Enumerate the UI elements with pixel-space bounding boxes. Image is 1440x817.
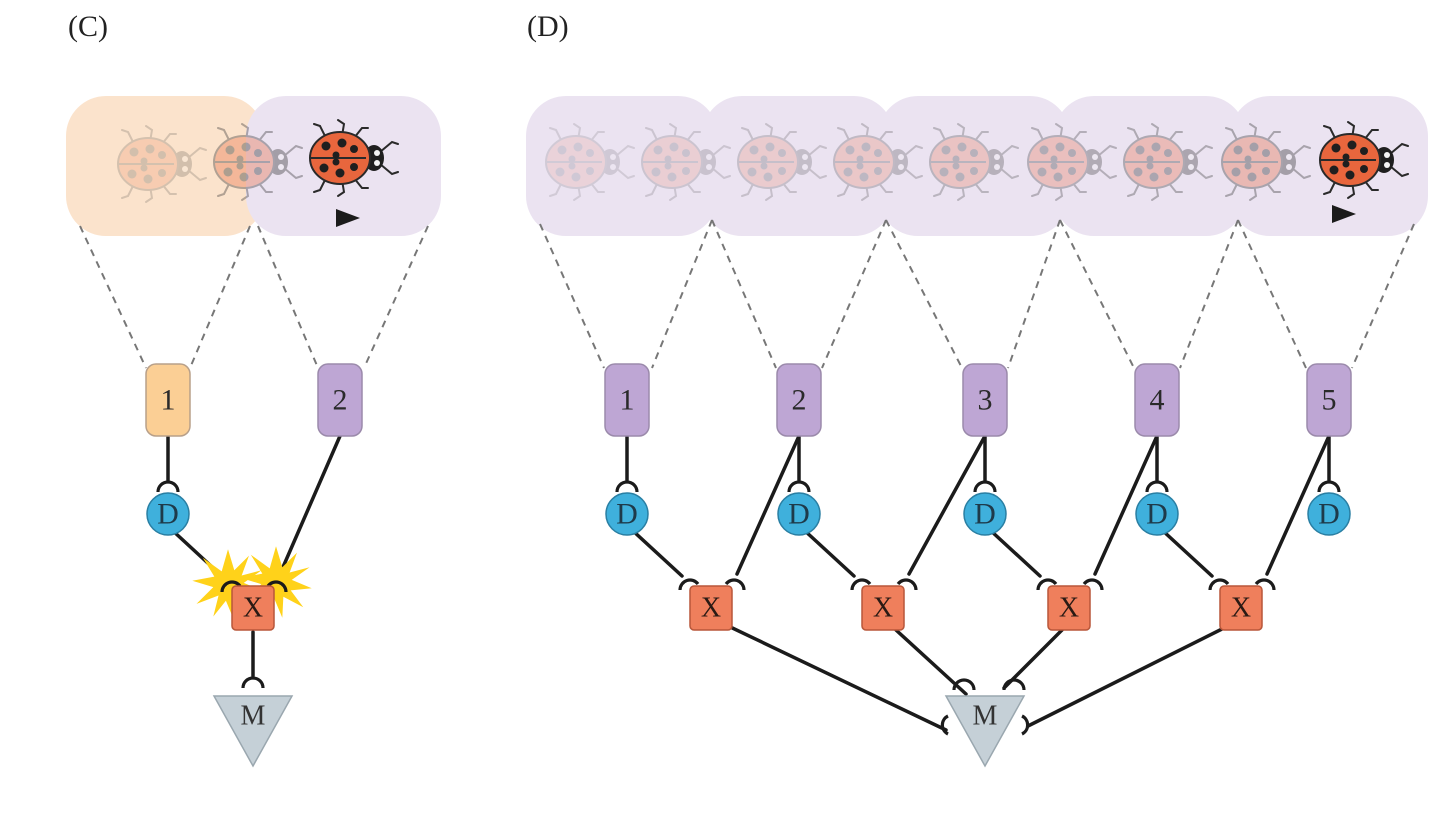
delay-label: D (1318, 498, 1340, 531)
detector-node: X (1047, 585, 1091, 631)
delay-label: D (157, 498, 179, 531)
motor-node: M (944, 695, 1026, 768)
panel-label-c: (C) (68, 10, 108, 43)
delay-node: D (605, 492, 649, 536)
receptor-4: 4 (1134, 363, 1180, 437)
detector-label: X (701, 593, 721, 624)
detector-node: X (689, 585, 733, 631)
delay-node: D (146, 492, 190, 536)
detector-node: X (231, 585, 275, 631)
delay-node: D (1135, 492, 1179, 536)
motion-arrow-icon (186, 209, 360, 227)
motion-arrow-icon (610, 205, 1356, 223)
motor-label: M (241, 701, 266, 732)
delay-label: D (1146, 498, 1168, 531)
receptor-label: 3 (978, 384, 993, 417)
connections (615, 434, 1341, 736)
motor-label: M (973, 701, 998, 732)
projection-lines (79, 225, 429, 369)
projection-lines (539, 219, 1415, 369)
delay-node: D (1307, 492, 1351, 536)
detector-label: X (1059, 593, 1079, 624)
detector-label: X (1231, 593, 1251, 624)
receptor-3: 3 (962, 363, 1008, 437)
receptor-label: 1 (161, 384, 176, 417)
detector-node: X (1219, 585, 1263, 631)
delay-label: D (974, 498, 996, 531)
connections (156, 434, 342, 689)
delay-node: D (777, 492, 821, 536)
panel-label-d: (D) (527, 10, 569, 43)
receptor-2: 2 (776, 363, 822, 437)
detector-label: X (873, 593, 893, 624)
panel-c: (C) (66, 10, 441, 768)
receptor-1: 1 (145, 363, 191, 437)
receptor-label: 4 (1150, 384, 1165, 417)
delay-label: D (616, 498, 638, 531)
detector-node: X (861, 585, 905, 631)
delay-node: D (963, 492, 1007, 536)
delay-label: D (788, 498, 810, 531)
receptor-5: 5 (1306, 363, 1352, 437)
receptor-label: 2 (792, 384, 807, 417)
receptor-label: 5 (1322, 384, 1337, 417)
motor-node: M (212, 695, 294, 768)
receptor-1: 1 (604, 363, 650, 437)
receptor-label: 1 (620, 384, 635, 417)
receptor-label: 2 (333, 384, 348, 417)
detector-label: X (243, 593, 263, 624)
panel-d: (D) (526, 10, 1428, 768)
receptor-2: 2 (317, 363, 363, 437)
